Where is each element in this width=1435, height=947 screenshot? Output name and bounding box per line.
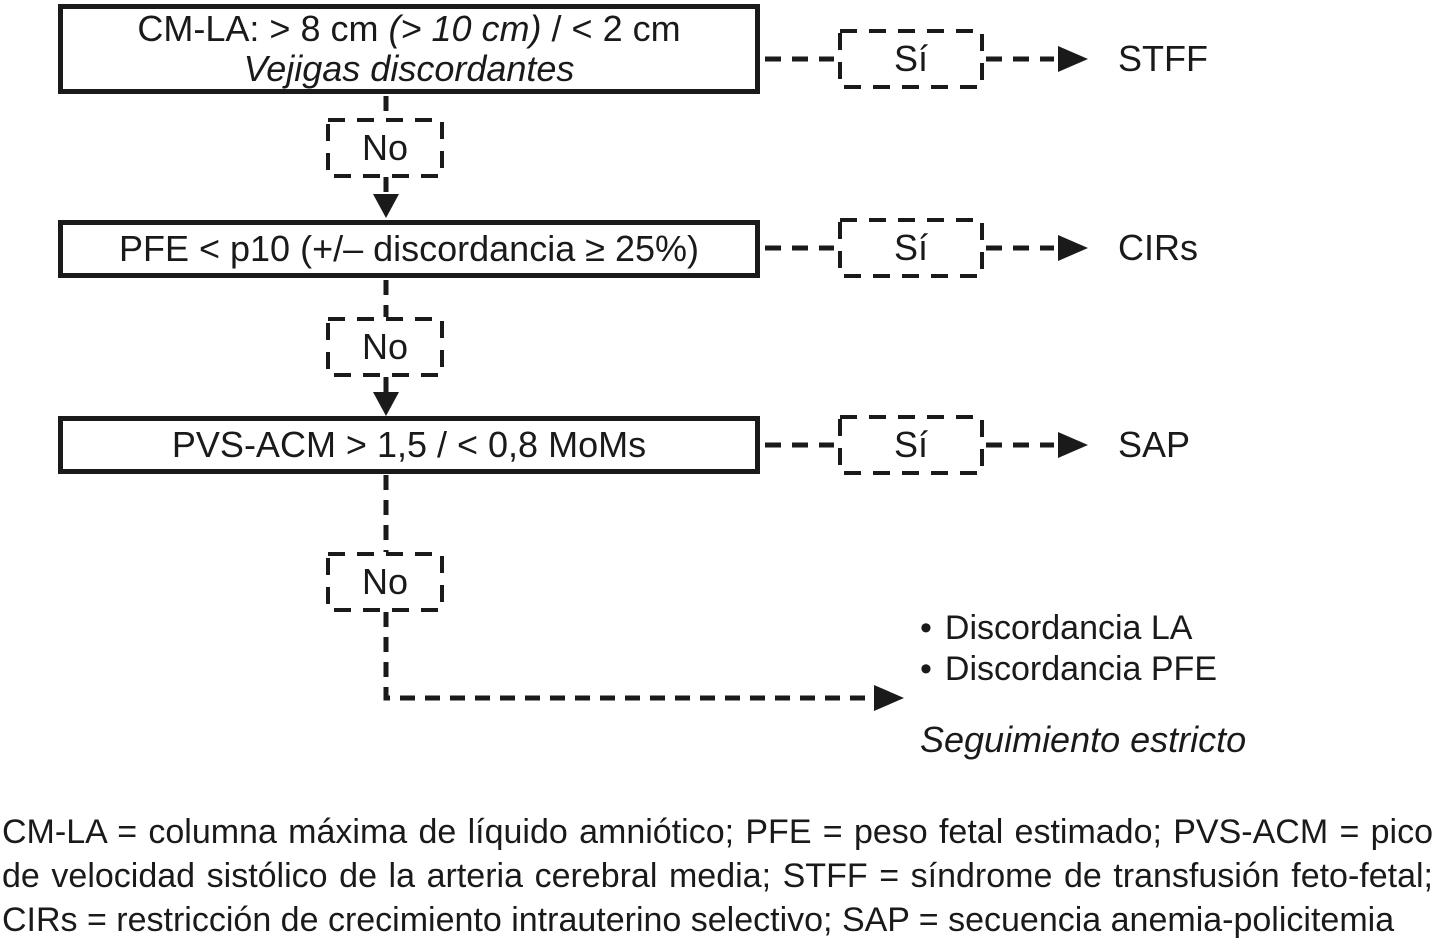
arrowhead-right-stff (1058, 46, 1088, 72)
arrowheads (373, 46, 1088, 711)
fallthrough-connector (383, 612, 872, 701)
arrowhead-down-step2 (373, 194, 399, 218)
outcome-sap: SAP (1118, 424, 1191, 465)
condition-pfe-text: PFE < p10 (+/– discordancia ≥ 25%) (118, 228, 700, 269)
condition-pvsacm-text: PVS-ACM > 1,5 / < 0,8 MoMs (171, 424, 647, 465)
yes-label-step3: Sí (893, 424, 928, 465)
arrowhead-right-sap (1058, 432, 1088, 458)
yes-connectors (765, 56, 1054, 448)
no-label-step2: No (361, 326, 409, 367)
fallthrough-bullet-list: • Discordancia LA • Discordancia PFE (920, 608, 1217, 690)
bullet-label-discordancia-la: Discordancia LA (944, 609, 1193, 647)
legend-line-1: CM-LA = columna máxima de líquido amniót… (2, 813, 1433, 851)
yes-label-step1: Sí (893, 38, 928, 79)
condition-box-pfe: PFE < p10 (+/– discordancia ≥ 25%) (58, 220, 760, 278)
condition-box-pvsacm: PVS-ACM > 1,5 / < 0,8 MoMs (58, 416, 760, 474)
bullet-icon: • (920, 609, 932, 647)
abbreviation-legend: CM-LA = columna máxima de líquido amniót… (2, 810, 1433, 942)
outcome-stff: STFF (1118, 38, 1208, 79)
condition-cmla-prefix: CM-LA: > 8 cm (137, 8, 389, 49)
legend-line-2: de velocidad sistólico de la arteria cer… (2, 857, 1433, 895)
condition-cmla-suffix: / < 2 cm (541, 8, 681, 49)
arrowhead-right-followup (874, 685, 904, 711)
condition-cmla-line1: CM-LA: > 8 cm (> 10 cm) / < 2 cm (137, 9, 680, 49)
bullet-label-discordancia-pfe: Discordancia PFE (944, 650, 1218, 688)
outcome-cirs: CIRs (1118, 227, 1198, 268)
condition-cmla-italic: (> 10 cm) (388, 8, 542, 49)
yes-label-step2: Sí (893, 227, 928, 268)
arrowhead-down-step3 (373, 392, 399, 416)
no-label-step1: No (361, 127, 409, 168)
legend-line-3: CIRs = restricción de crecimiento intrau… (2, 901, 1395, 939)
condition-cmla-line2: Vejigas discordantes (243, 48, 575, 89)
list-item: • Discordancia LA (920, 608, 1217, 649)
bullet-icon: • (920, 650, 932, 688)
list-item: • Discordancia PFE (920, 649, 1217, 690)
condition-box-cmla: CM-LA: > 8 cm (> 10 cm) / < 2 cm Vejigas… (58, 4, 760, 94)
no-connectors (383, 96, 872, 701)
no-label-step3: No (361, 561, 409, 602)
yes-box-outlines (838, 29, 984, 475)
followup-note: Seguimiento estricto (920, 719, 1247, 760)
arrowhead-right-cirs (1058, 235, 1088, 261)
